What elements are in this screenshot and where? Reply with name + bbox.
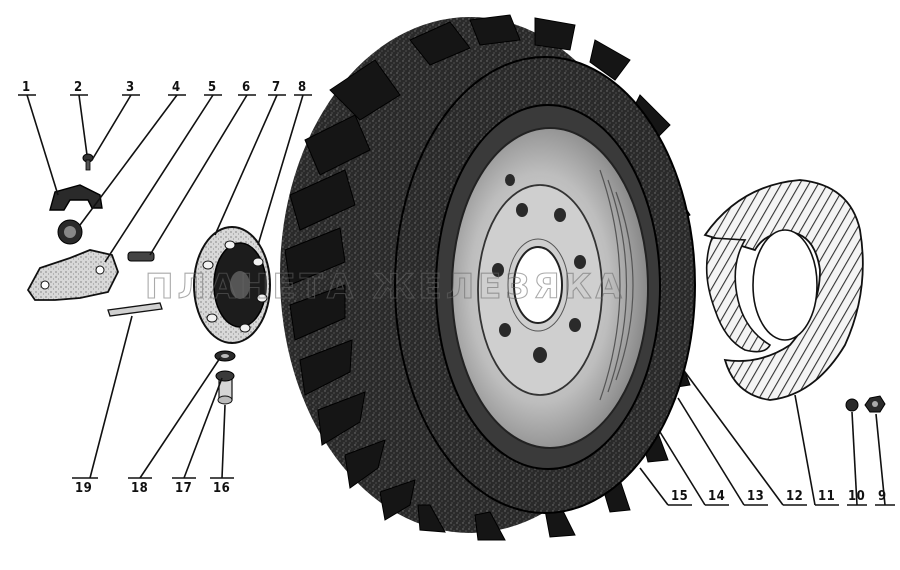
part-19-cotter-pin (107, 302, 163, 317)
disc-bolts (492, 174, 586, 363)
wheel-rim (451, 127, 649, 449)
hub-bore (513, 246, 563, 324)
callout-labels: 1 2 3 4 5 6 7 8 9 10 11 12 13 14 15 16 1… (22, 80, 887, 504)
callout-2: 2 (74, 80, 83, 95)
callout-18: 18 (131, 481, 148, 496)
callout-8: 8 (298, 80, 307, 95)
callout-9: 9 (878, 489, 887, 504)
callout-7: 7 (272, 80, 281, 95)
part-6-pin (127, 251, 155, 262)
callout-13: 13 (747, 489, 764, 504)
rim-flange-lines (599, 169, 634, 401)
callout-1: 1 (22, 80, 31, 95)
callout-10: 10 (848, 489, 865, 504)
callout-17: 17 (175, 481, 192, 496)
callout-15: 15 (671, 489, 688, 504)
part-1-clamp (49, 184, 103, 211)
callout-16: 16 (213, 481, 230, 496)
callout-5: 5 (208, 80, 217, 95)
callout-12: 12 (786, 489, 803, 504)
callout-14: 14 (708, 489, 725, 504)
part-16-18-bolt-washers (214, 350, 236, 405)
part-2-3-bolt (82, 153, 94, 171)
callout-4: 4 (172, 80, 181, 95)
callout-19: 19 (75, 481, 92, 496)
part-9-10-nuts (845, 395, 886, 413)
part-4-5-bracket (26, 219, 119, 301)
part-11-split-disc (703, 179, 864, 401)
callout-3: 3 (126, 80, 135, 95)
leader-lines (18, 94, 895, 506)
watermark-text: ПЛАНЕТА ЖЕЛЕЗЯКА (145, 267, 626, 307)
callout-6: 6 (242, 80, 251, 95)
callout-11: 11 (818, 489, 835, 504)
part-7-8-hub-flange (193, 226, 271, 344)
